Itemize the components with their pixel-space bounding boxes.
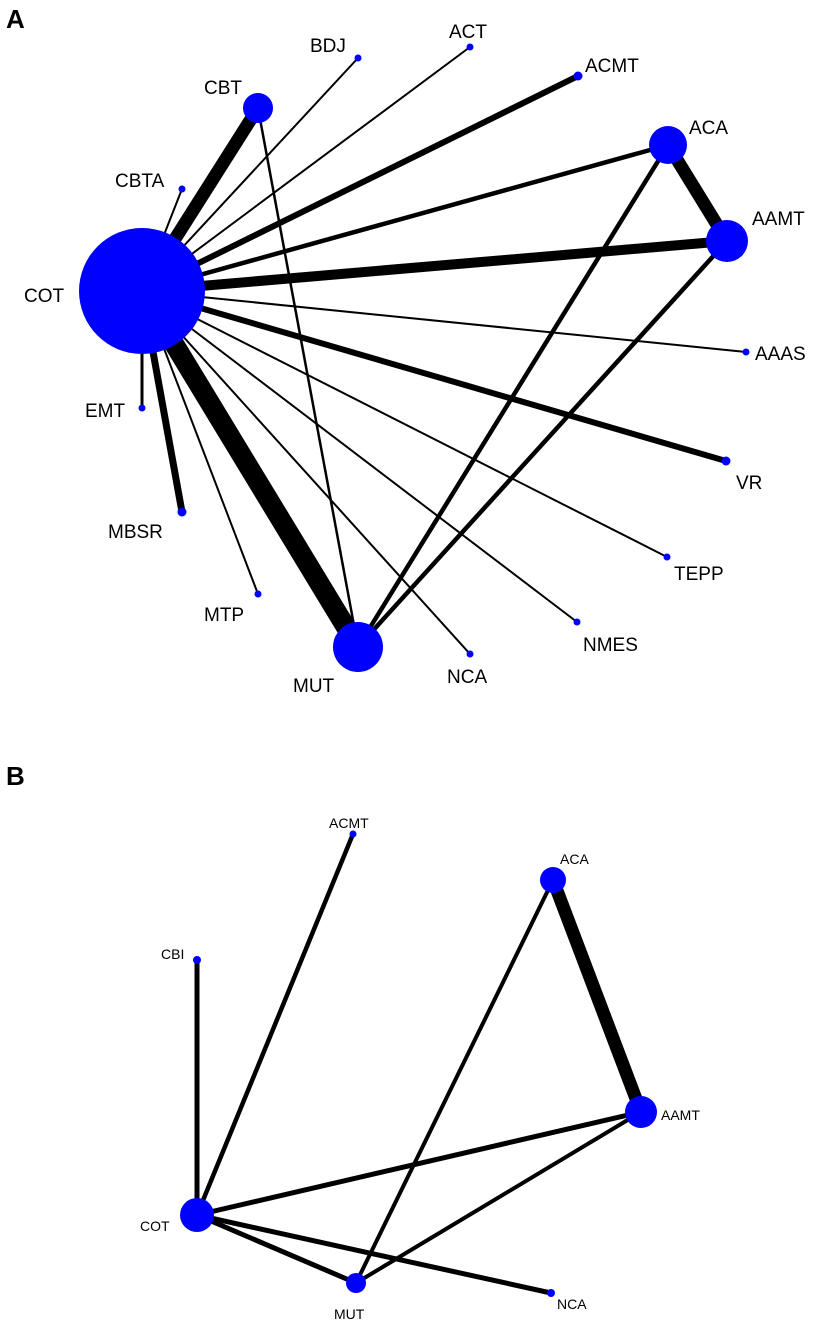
- node-aaas: [742, 348, 750, 356]
- node-mut: [346, 1273, 366, 1293]
- node-mut: [333, 622, 383, 672]
- edge-cot-acmt: [140, 73, 580, 294]
- node-label-nca: NCA: [447, 667, 487, 688]
- edge-cot-nca: [141, 290, 471, 655]
- edge-cbt-mut: [256, 107, 360, 648]
- node-acmt: [349, 830, 357, 838]
- node-acmt: [573, 71, 583, 81]
- node-aca: [649, 126, 687, 164]
- node-aamt: [706, 220, 748, 262]
- node-bdj: [354, 54, 362, 62]
- node-emt: [138, 404, 146, 412]
- edge-aca-aamt: [546, 877, 648, 1115]
- node-label-cot: COT: [24, 286, 65, 307]
- node-nca: [547, 1289, 555, 1297]
- network-graph-b: B ACMT ACA CBI AAMT COT NCA MUT: [6, 761, 700, 1322]
- network-panel-b: B ACMT ACA CBI AAMT COT NCA MUT: [0, 750, 822, 1327]
- node-label-acmt: ACMT: [329, 815, 369, 831]
- node-layer-b: [180, 830, 657, 1297]
- edge-aca-mut: [354, 879, 555, 1284]
- node-label-nca: NCA: [557, 1296, 587, 1312]
- node-label-act: ACT: [449, 22, 487, 43]
- node-label-mtp: MTP: [204, 605, 244, 626]
- edge-cot-nmes: [141, 290, 578, 623]
- node-cbt: [243, 93, 273, 123]
- edge-cot-mut: [133, 285, 367, 653]
- edge-layer-a: [133, 46, 747, 655]
- edge-cot-vr: [141, 288, 727, 464]
- node-aca: [540, 867, 566, 893]
- panel-letter-b: B: [6, 761, 25, 791]
- node-label-mut: MUT: [293, 676, 335, 697]
- node-mtp: [254, 590, 262, 598]
- node-tepp: [663, 553, 671, 561]
- edge-cot-aaas: [141, 290, 747, 353]
- node-vr: [721, 456, 731, 466]
- edge-cot-aamt: [196, 1109, 642, 1218]
- node-nmes: [573, 618, 581, 626]
- node-label-aca: ACA: [560, 851, 589, 867]
- panel-letter-a: A: [6, 4, 25, 34]
- network-panel-a: A COT CBT BDJ ACT ACMT ACA AAMT CBTA AAAS VR TEPP N…: [6, 4, 806, 697]
- edge-cot-acmt: [194, 833, 356, 1216]
- edge-cot-act: [141, 46, 471, 292]
- node-label-nmes: NMES: [583, 635, 638, 656]
- node-cot: [180, 1198, 214, 1232]
- edge-cot-aca: [141, 142, 669, 294]
- network-graph-a: A COT CBT BDJ ACT ACMT ACA AAMT CBTA AAAS VR TEPP N…: [6, 4, 806, 697]
- node-label-acmt: ACMT: [585, 56, 639, 77]
- edge-cot-nca: [196, 1212, 552, 1296]
- label-layer-a: COT CBT BDJ ACT ACMT ACA AAMT CBTA AAAS VR TEPP NME…: [24, 22, 806, 697]
- node-mbsr: [177, 507, 187, 517]
- node-nca: [466, 650, 474, 658]
- node-label-vr: VR: [736, 473, 762, 494]
- edge-aamt-mut: [354, 1110, 643, 1285]
- node-label-cbi: CBI: [161, 946, 184, 962]
- node-label-mut: MUT: [334, 1306, 365, 1322]
- node-cot: [79, 228, 205, 354]
- edge-layer-b: [194, 833, 648, 1296]
- node-cbta: [178, 185, 186, 193]
- node-aamt: [625, 1096, 657, 1128]
- node-label-cbta: CBTA: [115, 171, 165, 192]
- node-act: [466, 43, 474, 51]
- node-label-tepp: TEPP: [674, 564, 724, 585]
- edge-aca-mut: [356, 143, 670, 649]
- node-label-cbt: CBT: [204, 78, 242, 99]
- node-label-emt: EMT: [85, 401, 126, 422]
- edge-cot-tepp: [141, 290, 668, 558]
- node-label-aaas: AAAS: [755, 344, 806, 365]
- node-label-aca: ACA: [689, 118, 728, 139]
- node-label-aamt: AAMT: [661, 1107, 700, 1123]
- label-layer-b: ACMT ACA CBI AAMT COT NCA MUT: [140, 815, 700, 1322]
- node-label-cot: COT: [140, 1218, 170, 1234]
- node-label-bdj: BDJ: [310, 36, 346, 57]
- node-cbi: [193, 956, 201, 964]
- edge-cot-aamt: [141, 236, 728, 296]
- node-layer-a: [79, 43, 750, 672]
- node-label-mbsr: MBSR: [108, 522, 163, 543]
- node-label-aamt: AAMT: [752, 209, 805, 230]
- edge-cot-mut: [196, 1212, 357, 1286]
- edge-aamt-mut: [356, 239, 729, 649]
